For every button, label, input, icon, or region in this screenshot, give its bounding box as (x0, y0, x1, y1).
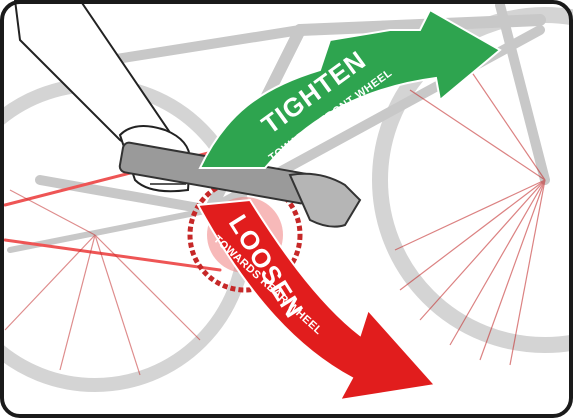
front-wheel-spokes (394, 39, 546, 366)
rear-wheel-spokes (4, 189, 201, 376)
pedal-wrench-icon (118, 141, 362, 228)
